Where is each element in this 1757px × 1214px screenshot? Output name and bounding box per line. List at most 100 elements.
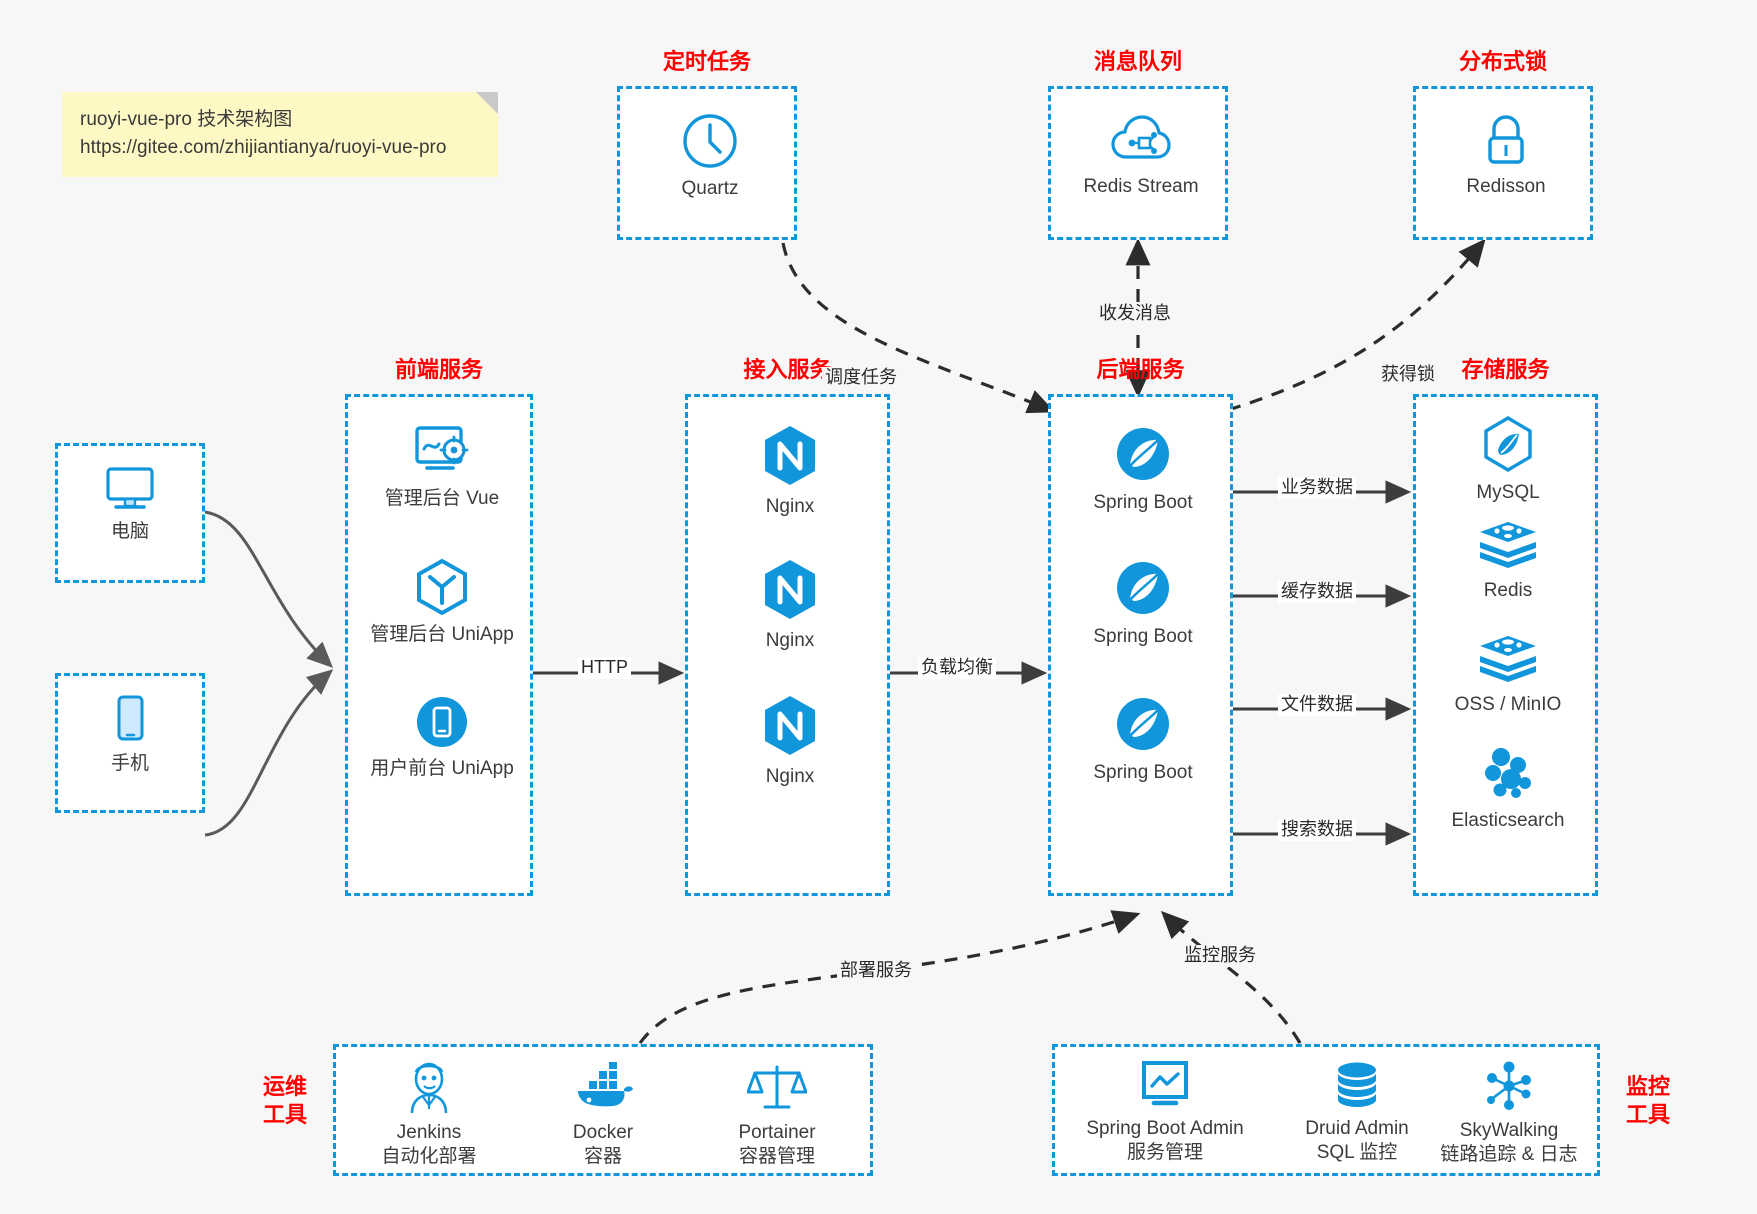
- note-title: ruoyi-vue-pro 技术架构图: [80, 109, 293, 130]
- node-sublabel: 自动化部署: [381, 1145, 477, 1167]
- node-sublabel: 容器: [583, 1145, 622, 1167]
- node-oss-minio[interactable]: OSS / MinIO: [1433, 633, 1583, 717]
- node-mobile[interactable]: 手机: [58, 694, 202, 776]
- node-label: Nginx: [765, 766, 815, 787]
- group-title-scheduler: 定时任务: [662, 49, 751, 74]
- group-lock[interactable]: Redisson: [1413, 86, 1593, 240]
- node-redisson[interactable]: Redisson: [1431, 111, 1581, 199]
- group-title-monitoring: 监控 工具: [1615, 1073, 1681, 1128]
- nginx-icon: [715, 557, 865, 623]
- hexagon-cube-icon: [367, 557, 517, 617]
- cloud-stream-icon: [1066, 111, 1216, 169]
- monitoring-title-line1: 监控: [1625, 1074, 1670, 1099]
- group-scheduler[interactable]: Quartz: [617, 86, 797, 240]
- node-spring-boot-3[interactable]: Spring Boot: [1068, 693, 1218, 785]
- node-user-uniapp[interactable]: 用户前台 UniApp: [367, 693, 517, 781]
- edge-label-send-receive-message: 收发消息: [1096, 303, 1174, 325]
- node-spring-boot-2[interactable]: Spring Boot: [1068, 557, 1218, 649]
- node-quartz[interactable]: Quartz: [635, 111, 785, 201]
- node-label: Nginx: [765, 496, 815, 517]
- edge-label-acquire-lock: 获得锁: [1378, 364, 1438, 386]
- mobile-app-icon: [367, 693, 517, 751]
- node-label: 管理后台 UniApp: [370, 624, 514, 645]
- node-label: 电脑: [110, 521, 149, 542]
- node-admin-vue[interactable]: 管理后台 Vue: [367, 423, 517, 511]
- node-redis-stream[interactable]: Redis Stream: [1066, 111, 1216, 199]
- node-label: Spring Boot: [1093, 492, 1193, 513]
- node-mysql[interactable]: MySQL: [1433, 415, 1583, 505]
- docker-whale-icon: [522, 1059, 684, 1115]
- sticky-note: ruoyi-vue-pro 技术架构图 https://gitee.com/zh…: [62, 92, 498, 178]
- note-fold-corner: [476, 92, 498, 114]
- clock-icon: [635, 111, 785, 171]
- node-label: Elasticsearch: [1451, 810, 1565, 831]
- node-druid-admin[interactable]: Druid Admin SQL 监控: [1277, 1059, 1437, 1165]
- group-storage[interactable]: MySQL Redis: [1413, 394, 1598, 896]
- group-backend[interactable]: Spring Boot Spring Boot Spring Boot: [1048, 394, 1233, 896]
- node-label: MySQL: [1476, 482, 1540, 503]
- group-title-lock: 分布式锁: [1458, 49, 1547, 74]
- nginx-icon: [715, 423, 865, 489]
- group-frontend[interactable]: 管理后台 Vue 管理后台 UniApp 用户前台 UniApp: [345, 394, 533, 896]
- edge-label-cache-data: 缓存数据: [1278, 581, 1356, 603]
- edge-label-deploy-service: 部署服务: [837, 960, 915, 982]
- jenkins-butler-icon: [348, 1059, 510, 1115]
- spring-leaf-icon: [1068, 423, 1218, 485]
- node-label: Docker: [572, 1122, 634, 1143]
- node-label: Spring Boot: [1093, 762, 1193, 783]
- edge-label-schedule-task: 调度任务: [822, 367, 900, 389]
- node-spring-boot-1[interactable]: Spring Boot: [1068, 423, 1218, 515]
- edge-label-business-data: 业务数据: [1278, 477, 1356, 499]
- group-monitoring[interactable]: Spring Boot Admin 服务管理 Druid Admin SQL 监…: [1052, 1044, 1600, 1176]
- monitoring-title-line2: 工具: [1625, 1101, 1670, 1127]
- node-label: Druid Admin: [1305, 1118, 1409, 1139]
- group-title-devops: 运维 工具: [252, 1073, 318, 1128]
- node-docker[interactable]: Docker 容器: [522, 1059, 684, 1169]
- node-elasticsearch[interactable]: Elasticsearch: [1433, 745, 1583, 833]
- node-label: 管理后台 Vue: [384, 488, 500, 509]
- node-portainer[interactable]: Portainer 容器管理: [696, 1059, 858, 1169]
- node-spring-boot-admin[interactable]: Spring Boot Admin 服务管理: [1065, 1059, 1265, 1165]
- node-nginx-3[interactable]: Nginx: [715, 693, 865, 789]
- node-label: Redis: [1483, 580, 1533, 601]
- node-sublabel: 容器管理: [738, 1145, 815, 1167]
- portainer-scale-icon: [696, 1059, 858, 1115]
- node-desktop[interactable]: 电脑: [58, 464, 202, 544]
- group-title-frontend: 前端服务: [394, 357, 483, 382]
- node-label: OSS / MinIO: [1454, 694, 1562, 715]
- database-cylinder-icon: [1277, 1059, 1437, 1111]
- node-label: SkyWalking: [1459, 1120, 1559, 1141]
- node-label: 手机: [110, 753, 149, 774]
- padlock-icon: [1431, 111, 1581, 169]
- node-label: 用户前台 UniApp: [370, 758, 514, 779]
- group-client-desktop[interactable]: 电脑: [55, 443, 205, 583]
- spring-leaf-icon: [1068, 693, 1218, 755]
- group-gateway[interactable]: Nginx Nginx Nginx: [685, 394, 890, 896]
- group-title-backend: 后端服务: [1096, 357, 1185, 382]
- group-client-mobile[interactable]: 手机: [55, 673, 205, 813]
- node-redis[interactable]: Redis: [1433, 519, 1583, 603]
- node-jenkins[interactable]: Jenkins 自动化部署: [348, 1059, 510, 1169]
- group-title-mq: 消息队列: [1093, 49, 1182, 74]
- node-skywalking[interactable]: SkyWalking 链路追踪 & 日志: [1423, 1059, 1595, 1167]
- desktop-monitor-icon: [58, 464, 202, 514]
- redis-stack-icon: [1433, 633, 1583, 687]
- node-admin-uniapp[interactable]: 管理后台 UniApp: [367, 557, 517, 647]
- node-label: Redis Stream: [1083, 176, 1199, 197]
- group-mq[interactable]: Redis Stream: [1048, 86, 1228, 240]
- node-nginx-2[interactable]: Nginx: [715, 557, 865, 653]
- node-label: Quartz: [681, 178, 739, 199]
- edge-label-monitor-service: 监控服务: [1181, 945, 1259, 967]
- edge-label-file-data: 文件数据: [1278, 694, 1356, 716]
- node-sublabel: 服务管理: [1126, 1141, 1203, 1163]
- devops-title-line1: 运维: [262, 1074, 307, 1099]
- edge-label-load-balance: 负载均衡: [918, 657, 996, 679]
- devops-title-line2: 工具: [262, 1101, 307, 1127]
- node-label: Redisson: [1466, 176, 1546, 197]
- node-label: Nginx: [765, 630, 815, 651]
- redis-stack-icon: [1433, 519, 1583, 573]
- mysql-dolphin-icon: [1433, 415, 1583, 475]
- group-devops[interactable]: Jenkins 自动化部署: [333, 1044, 873, 1176]
- node-nginx-1[interactable]: Nginx: [715, 423, 865, 519]
